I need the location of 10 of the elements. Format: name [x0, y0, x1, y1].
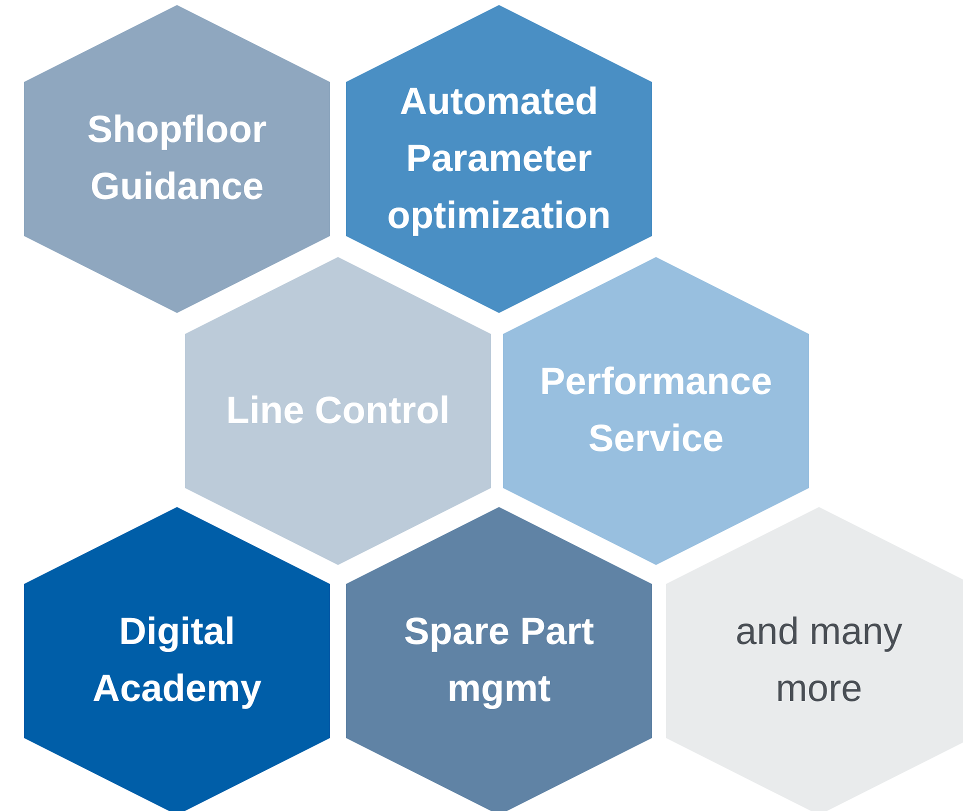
tile-label: Performance Service: [538, 360, 774, 462]
tile-label: and many more: [734, 610, 904, 712]
tile-label: Spare Part mgmt: [402, 610, 596, 712]
hexagon-tile: [346, 507, 652, 811]
tile-label: Automated Parameter optimization: [386, 80, 612, 238]
tile-label: Shopfloor Guidance: [86, 108, 268, 210]
hexagon-tile: [24, 507, 330, 811]
hexagon-tile: [666, 507, 963, 811]
tile-label: Digital Academy: [92, 610, 262, 712]
tile-label: Line Control: [226, 388, 450, 434]
